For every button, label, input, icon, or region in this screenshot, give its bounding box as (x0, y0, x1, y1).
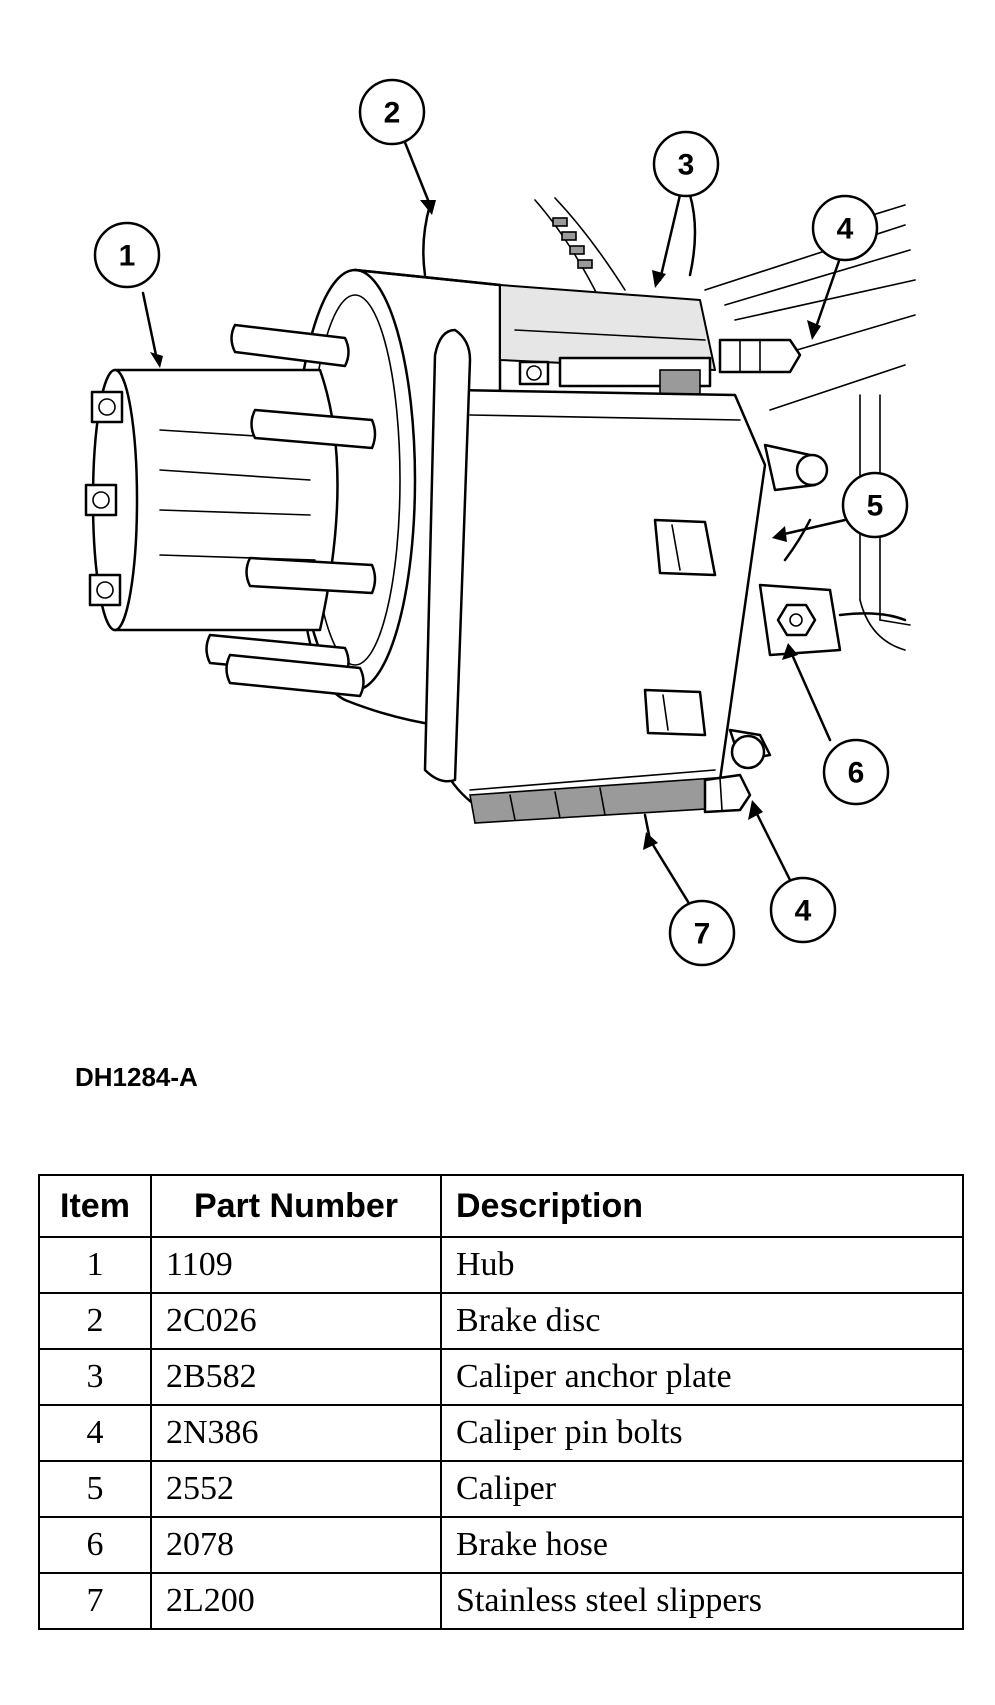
header-part-number: Part Number (150, 1174, 442, 1238)
table-row: 5 2552 Caliper (38, 1460, 964, 1518)
header-item: Item (38, 1174, 152, 1238)
callout-label: 4 (837, 213, 854, 246)
callout-3: 3 (652, 130, 720, 198)
callout-2: 2 (358, 78, 426, 146)
table-row: 4 2N386 Caliper pin bolts (38, 1404, 964, 1462)
cell-description: Caliper (440, 1460, 964, 1518)
cell-item: 7 (38, 1572, 152, 1630)
cell-item: 2 (38, 1292, 152, 1350)
cell-item: 4 (38, 1404, 152, 1462)
cell-description: Caliper anchor plate (440, 1348, 964, 1406)
caliper-body (423, 328, 767, 824)
cell-description: Hub (440, 1236, 964, 1294)
header-description: Description (440, 1174, 964, 1238)
brake-hose-fitting (758, 518, 907, 657)
table-row: 2 2C026 Brake disc (38, 1292, 964, 1350)
cell-description: Brake disc (440, 1292, 964, 1350)
table-row: 7 2L200 Stainless steel slippers (38, 1572, 964, 1630)
callout-4-top: 4 (811, 194, 879, 262)
callout-label: 7 (694, 918, 711, 951)
callout-1: 1 (93, 221, 161, 289)
caliper-pin-bolts (703, 338, 802, 814)
cell-description: Stainless steel slippers (440, 1572, 964, 1630)
cell-description: Brake hose (440, 1516, 964, 1574)
callout-label: 3 (678, 149, 695, 182)
figure-id: DH1284-A (75, 1062, 198, 1092)
wheel-studs (205, 323, 377, 698)
table-row: 1 1109 Hub (38, 1236, 964, 1294)
cell-part-number: 2C026 (150, 1292, 442, 1350)
callout-label: 1 (119, 240, 136, 273)
table-row: 3 2B582 Caliper anchor plate (38, 1348, 964, 1406)
callout-label: 6 (848, 757, 865, 790)
brake-assembly-illustration: 1 2 3 4 5 6 7 4 (84, 78, 916, 967)
callout-4-bottom: 4 (769, 876, 837, 944)
callout-label: 2 (384, 97, 401, 130)
hub (84, 368, 339, 632)
cell-part-number: 2078 (150, 1516, 442, 1574)
cell-item: 5 (38, 1460, 152, 1518)
cell-part-number: 2B582 (150, 1348, 442, 1406)
parts-table: Item Part Number Description 1 1109 Hub … (38, 1174, 964, 1630)
callout-label: 4 (795, 895, 812, 928)
cell-part-number: 1109 (150, 1236, 442, 1294)
cell-item: 6 (38, 1516, 152, 1574)
callout-5: 5 (841, 471, 909, 539)
callout-label: 5 (867, 490, 884, 523)
cell-part-number: 2N386 (150, 1404, 442, 1462)
dust-shield (534, 197, 626, 301)
table-header-row: Item Part Number Description (38, 1174, 964, 1238)
leader-lines (141, 128, 847, 907)
table-row: 6 2078 Brake hose (38, 1516, 964, 1574)
cell-item: 3 (38, 1348, 152, 1406)
cell-part-number: 2552 (150, 1460, 442, 1518)
cell-part-number: 2L200 (150, 1572, 442, 1630)
cell-description: Caliper pin bolts (440, 1404, 964, 1462)
callout-6: 6 (822, 738, 890, 806)
cell-item: 1 (38, 1236, 152, 1294)
caliper-lugs (728, 443, 829, 770)
caliper-anchor-plate (499, 284, 716, 401)
callout-7: 7 (668, 899, 736, 967)
